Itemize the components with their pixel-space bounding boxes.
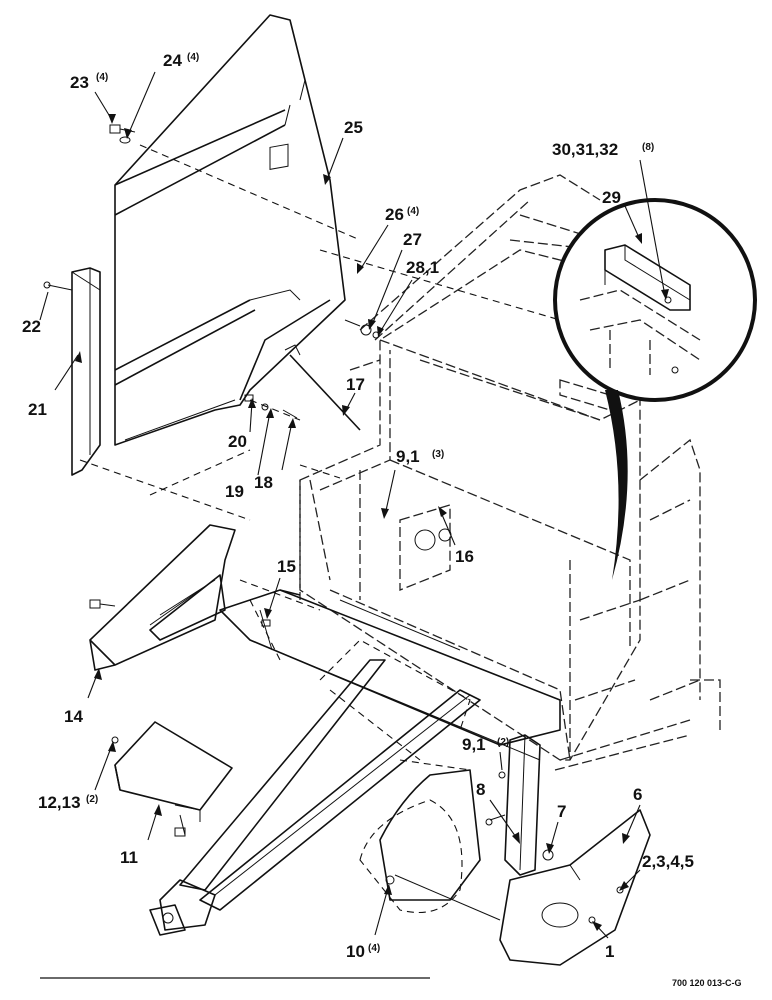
label-19: 19 [225, 482, 244, 501]
label-9-1-top: 9,1 [396, 447, 420, 466]
label-18: 18 [254, 473, 273, 492]
label-7: 7 [557, 802, 566, 821]
callout-labels: 23 (4) 24 (4) 25 26 (4) 27 28,1 22 17 21… [22, 51, 742, 988]
baler-frame [299, 174, 721, 771]
label-24-qty: (4) [187, 52, 199, 63]
label-9-1-bottom-qty: (2) [497, 737, 509, 748]
label-26: 26 [385, 205, 404, 224]
label-28-1: 28,1 [406, 258, 439, 277]
bolt-22 [43, 281, 73, 291]
side-shield-6 [499, 809, 651, 966]
hardware-18-19-20 [244, 394, 298, 419]
bolt-15 [249, 599, 281, 661]
detail-magnifier [553, 198, 757, 402]
drawing-code: 700 120 013-C-G [672, 978, 742, 988]
hitch-tongue [149, 589, 561, 936]
label-24: 24 [163, 51, 182, 70]
label-30-31-32: 30,31,32 [552, 140, 618, 159]
label-12-13: 12,13 [38, 793, 81, 812]
label-27: 27 [403, 230, 422, 249]
label-20: 20 [228, 432, 247, 451]
label-16: 16 [455, 547, 474, 566]
label-10-qty: (4) [368, 943, 380, 954]
label-30-31-32-qty: (8) [642, 142, 654, 153]
label-6: 6 [633, 785, 642, 804]
label-26-qty: (4) [407, 206, 419, 217]
label-15: 15 [277, 557, 296, 576]
wheel-dashed [359, 759, 471, 914]
alignment-lines [79, 144, 561, 521]
label-14: 14 [64, 707, 83, 726]
label-12-13-qty: (2) [86, 794, 98, 805]
hardware-7 [542, 849, 554, 861]
label-2-3-4-5: 2,3,4,5 [642, 852, 694, 871]
left-channel [71, 267, 101, 476]
label-11: 11 [120, 848, 138, 867]
label-8: 8 [476, 780, 485, 799]
label-9-1-bottom: 9,1 [462, 735, 486, 754]
label-29: 29 [602, 188, 621, 207]
leader-lines [39, 71, 669, 939]
rod-17 [284, 344, 361, 431]
label-25: 25 [344, 118, 363, 137]
plate-11 [111, 721, 233, 837]
bracket-8 [485, 734, 541, 876]
label-17: 17 [346, 375, 365, 394]
label-23-qty: (4) [96, 72, 108, 83]
label-23: 23 [70, 73, 89, 92]
label-9-1-top-qty: (3) [432, 449, 444, 460]
left-side-shield [114, 14, 346, 446]
detail-pointer [605, 390, 628, 580]
label-21: 21 [28, 400, 47, 419]
label-22: 22 [22, 317, 41, 336]
label-10: 10 [346, 942, 365, 961]
guard-10 [379, 769, 501, 921]
label-1: 1 [605, 942, 614, 961]
front-shield-14 [89, 524, 321, 671]
